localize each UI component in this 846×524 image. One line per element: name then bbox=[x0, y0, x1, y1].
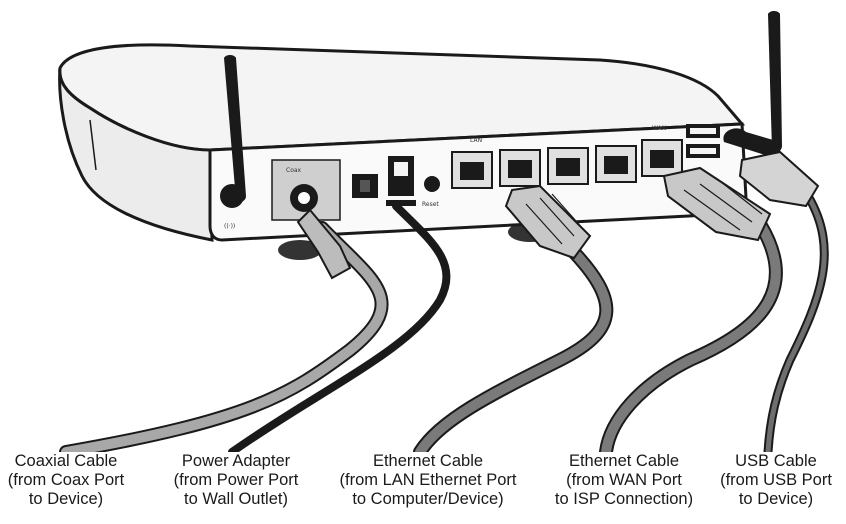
caption-title: Ethernet Cable bbox=[372, 452, 484, 470]
usb-port-2-slot bbox=[690, 148, 716, 154]
usb-port-1-slot bbox=[690, 128, 716, 134]
caption-line: (from USB Port bbox=[720, 471, 832, 489]
reset-label: Reset bbox=[422, 201, 439, 208]
lan-label: LAN bbox=[470, 137, 482, 144]
caption-line: to Wall Outlet) bbox=[184, 490, 288, 508]
caption-coaxial-cable: Coaxial Cable (from Coax Port to Device) bbox=[8, 452, 124, 509]
wan-label: WAN bbox=[652, 125, 666, 132]
power-switch-rocker bbox=[394, 162, 408, 176]
lan-ethernet-cable bbox=[415, 243, 612, 452]
lan-ports bbox=[451, 145, 637, 189]
caption-title: Coaxial Cable bbox=[14, 452, 118, 470]
caption-line: to ISP Connection) bbox=[554, 490, 694, 508]
wan-ethernet-cable-outline bbox=[599, 217, 783, 452]
wan-connector-ridges bbox=[683, 177, 763, 231]
wan-ethernet-connector bbox=[662, 166, 772, 242]
router-illustration: ((·)) Coax Reset LAN WA bbox=[58, 11, 829, 452]
power-adapter-cable bbox=[228, 202, 451, 452]
caption-line: (from Coax Port bbox=[7, 471, 125, 489]
left-antenna bbox=[224, 55, 246, 203]
router-side bbox=[58, 67, 214, 242]
caption-lan-ethernet-cable: Ethernet Cable (from LAN Ethernet Port t… bbox=[340, 452, 517, 509]
caption-title: Power Adapter bbox=[181, 452, 291, 470]
wan-ethernet-cable bbox=[601, 219, 781, 452]
caption-title: Ethernet Cable bbox=[568, 452, 680, 470]
caption-line: to Device) bbox=[738, 490, 814, 508]
lan-port-2-socket bbox=[508, 160, 532, 178]
lan-port-1-socket bbox=[460, 162, 484, 180]
right-antenna bbox=[768, 11, 782, 153]
coax-port-center bbox=[296, 190, 312, 206]
left-antenna-base bbox=[220, 184, 244, 208]
caption-line: (from WAN Port bbox=[566, 471, 682, 489]
router-foot-left bbox=[278, 240, 322, 260]
lan-ethernet-connector bbox=[504, 184, 592, 260]
caption-wan-ethernet-cable: Ethernet Cable (from WAN Port to ISP Con… bbox=[555, 452, 693, 509]
power-port-label-bar bbox=[386, 200, 416, 206]
right-antenna-base bbox=[723, 128, 782, 157]
lan-port-4-socket bbox=[604, 156, 628, 174]
wan-port-socket bbox=[650, 150, 674, 168]
caption-title: USB Cable bbox=[735, 452, 817, 470]
caption-line: (from Power Port bbox=[173, 471, 299, 489]
caption-line: to Device) bbox=[28, 490, 104, 508]
lan-connector-ridges bbox=[525, 193, 585, 245]
caption-line: (from LAN Ethernet Port bbox=[339, 471, 517, 489]
caption-line: to Computer/Device) bbox=[352, 490, 504, 508]
usb-cable-outline bbox=[763, 191, 829, 452]
caption-power-adapter: Power Adapter (from Power Port to Wall O… bbox=[174, 452, 299, 509]
lan-port-3-socket bbox=[556, 158, 580, 176]
power-port-inner bbox=[360, 180, 370, 192]
reset-button bbox=[424, 176, 440, 192]
caption-usb-cable: USB Cable (from USB Port to Device) bbox=[720, 452, 832, 509]
usb-cable bbox=[765, 193, 827, 452]
cable-captions: Coaxial Cable (from Coax Port to Device)… bbox=[0, 452, 846, 524]
coaxial-connector bbox=[296, 208, 352, 280]
usb-connector bbox=[738, 150, 820, 208]
left-antenna-symbol: ((·)) bbox=[224, 223, 235, 230]
router-edge-line bbox=[89, 119, 97, 171]
coaxial-cable bbox=[61, 223, 387, 452]
coax-port-label: Coax bbox=[286, 167, 302, 174]
